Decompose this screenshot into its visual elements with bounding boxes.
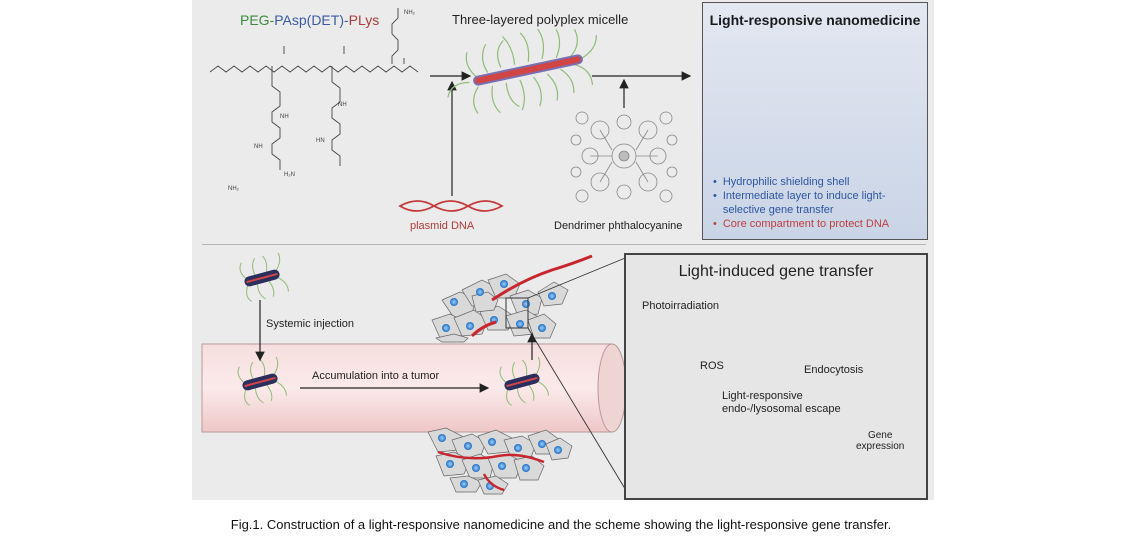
gene-line-2: expression [856, 441, 905, 452]
micelle-title: Three-layered polyplex micelle [452, 12, 629, 27]
gene-expression-label: Gene expression [856, 430, 904, 452]
micelle-in-vessel-left [237, 356, 287, 406]
nh-label-c: HN [316, 138, 325, 144]
bullet-text: selective gene transfer [722, 204, 834, 216]
polymer-title-plys: PLys [348, 12, 380, 28]
escape-label: Light-responsive endo-/lysosomal escape [722, 390, 841, 416]
zoom-box [505, 297, 529, 329]
nanomedicine-title: Light-responsive nanomedicine [709, 12, 921, 28]
nanomedicine-bullets: • Hydrophilic shielding shell • Intermedia… [713, 175, 889, 231]
light-induced-panel: Light-induced gene transfer [624, 253, 928, 500]
zoom-line-bottom [527, 327, 631, 498]
photoirradiation-label: Photoirradiation [642, 300, 720, 312]
polymer-title-pasp: PAsp(DET)- [274, 12, 349, 28]
ros-label: ROS [700, 360, 724, 372]
nh2-top-label: NH₂ [404, 10, 416, 16]
section-divider [202, 244, 926, 245]
dendrimer-label: Dendrimer phthalocyanine [554, 220, 683, 232]
nh-label-b: NH [254, 144, 263, 150]
figure-panel: NH₂ NH₂ H₂N NH NH HN NH [192, 0, 934, 500]
zoom-line-top [527, 255, 631, 299]
nh2-label-b: H₂N [284, 172, 295, 178]
bullet-shell: • Hydrophilic shielding shell [713, 175, 889, 189]
gene-line-1: Gene [867, 430, 893, 441]
bullet-dot: • [713, 176, 717, 188]
polymer-title-peg: PEG- [240, 12, 275, 28]
nh-label-d: NH [338, 102, 347, 108]
polymer-title: PEG-PAsp(DET)-PLys [240, 12, 379, 28]
bullet-text: Intermediate layer to induce light- [722, 190, 886, 202]
tumor-cells-top [431, 254, 593, 343]
systemic-injection-label: Systemic injection [266, 318, 355, 330]
tumor-cells-bottom [427, 427, 573, 495]
plasmid-dna-graphic [398, 200, 504, 212]
plasmid-label: plasmid DNA [410, 220, 475, 232]
bullet-intermediate: • Intermediate layer to induce light- [713, 189, 889, 203]
dendrimer-graphic [570, 111, 678, 203]
figure-caption: Fig.1. Construction of a light-responsiv… [230, 517, 892, 532]
escape-line-1: Light-responsive [722, 390, 803, 402]
nanomedicine-box: Light-responsive nanomedicine • Hydrophil… [702, 2, 928, 240]
endocytosis-label: Endocytosis [804, 364, 864, 376]
micelle-injection [239, 252, 289, 302]
nh-label-a: NH [280, 114, 289, 120]
accumulation-label: Accumulation into a tumor [312, 370, 440, 382]
nh2-label-a: NH₂ [228, 186, 240, 192]
bullet-text: Core compartment to protect DNA [722, 218, 890, 230]
bullet-dot: • [713, 218, 717, 230]
bullet-text: Hydrophilic shielding shell [722, 176, 850, 188]
three-layer-micelle-graphic [447, 28, 597, 114]
bullet-core: • Core compartment to protect DNA [713, 217, 889, 231]
bullet-intermediate-cont: •selective gene transfer [713, 203, 889, 217]
polymer-structure [209, 8, 419, 170]
micelle-in-vessel-right [499, 356, 549, 406]
bullet-dot: • [713, 190, 717, 202]
escape-line-2: endo-/lysosomal escape [722, 403, 841, 415]
light-induced-title: Light-induced gene transfer [678, 263, 874, 280]
